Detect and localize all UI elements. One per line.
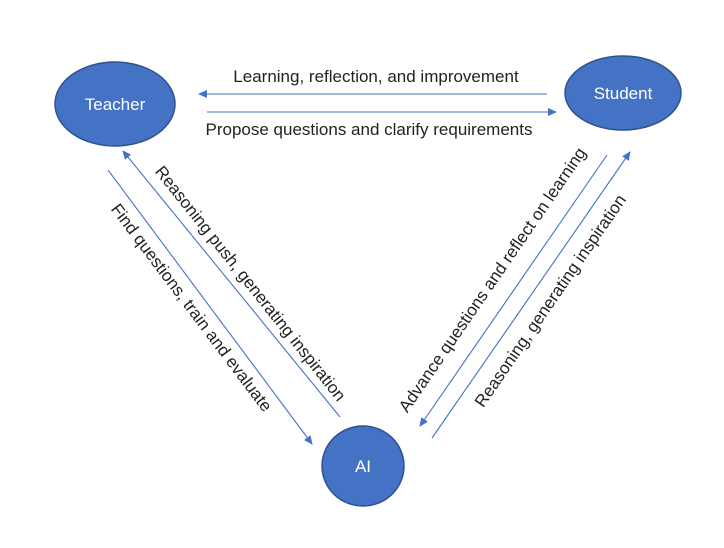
label-ai-to-student: Reasoning, generating inspiration — [471, 191, 630, 411]
edge-labels: Learning, reflection, and improvement Pr… — [107, 67, 630, 416]
node-teacher: Teacher — [54, 61, 176, 147]
node-ai: AI — [321, 425, 405, 507]
teacher-ellipse — [54, 61, 176, 147]
ai-label: AI — [355, 457, 371, 476]
student-ellipse — [564, 55, 682, 131]
label-teacher-to-student: Propose questions and clarify requiremen… — [206, 120, 533, 139]
ai-ellipse — [321, 425, 405, 507]
student-label: Student — [594, 84, 653, 103]
node-student: Student — [564, 55, 682, 131]
label-student-to-teacher: Learning, reflection, and improvement — [233, 67, 519, 86]
teacher-label: Teacher — [85, 95, 146, 114]
arrow-teacher-to-ai — [107, 169, 313, 445]
arrow-student-to-ai — [419, 154, 608, 427]
arrow-ai-to-student — [431, 151, 631, 439]
edges — [107, 90, 631, 445]
arrow-ai-to-teacher — [122, 150, 341, 418]
